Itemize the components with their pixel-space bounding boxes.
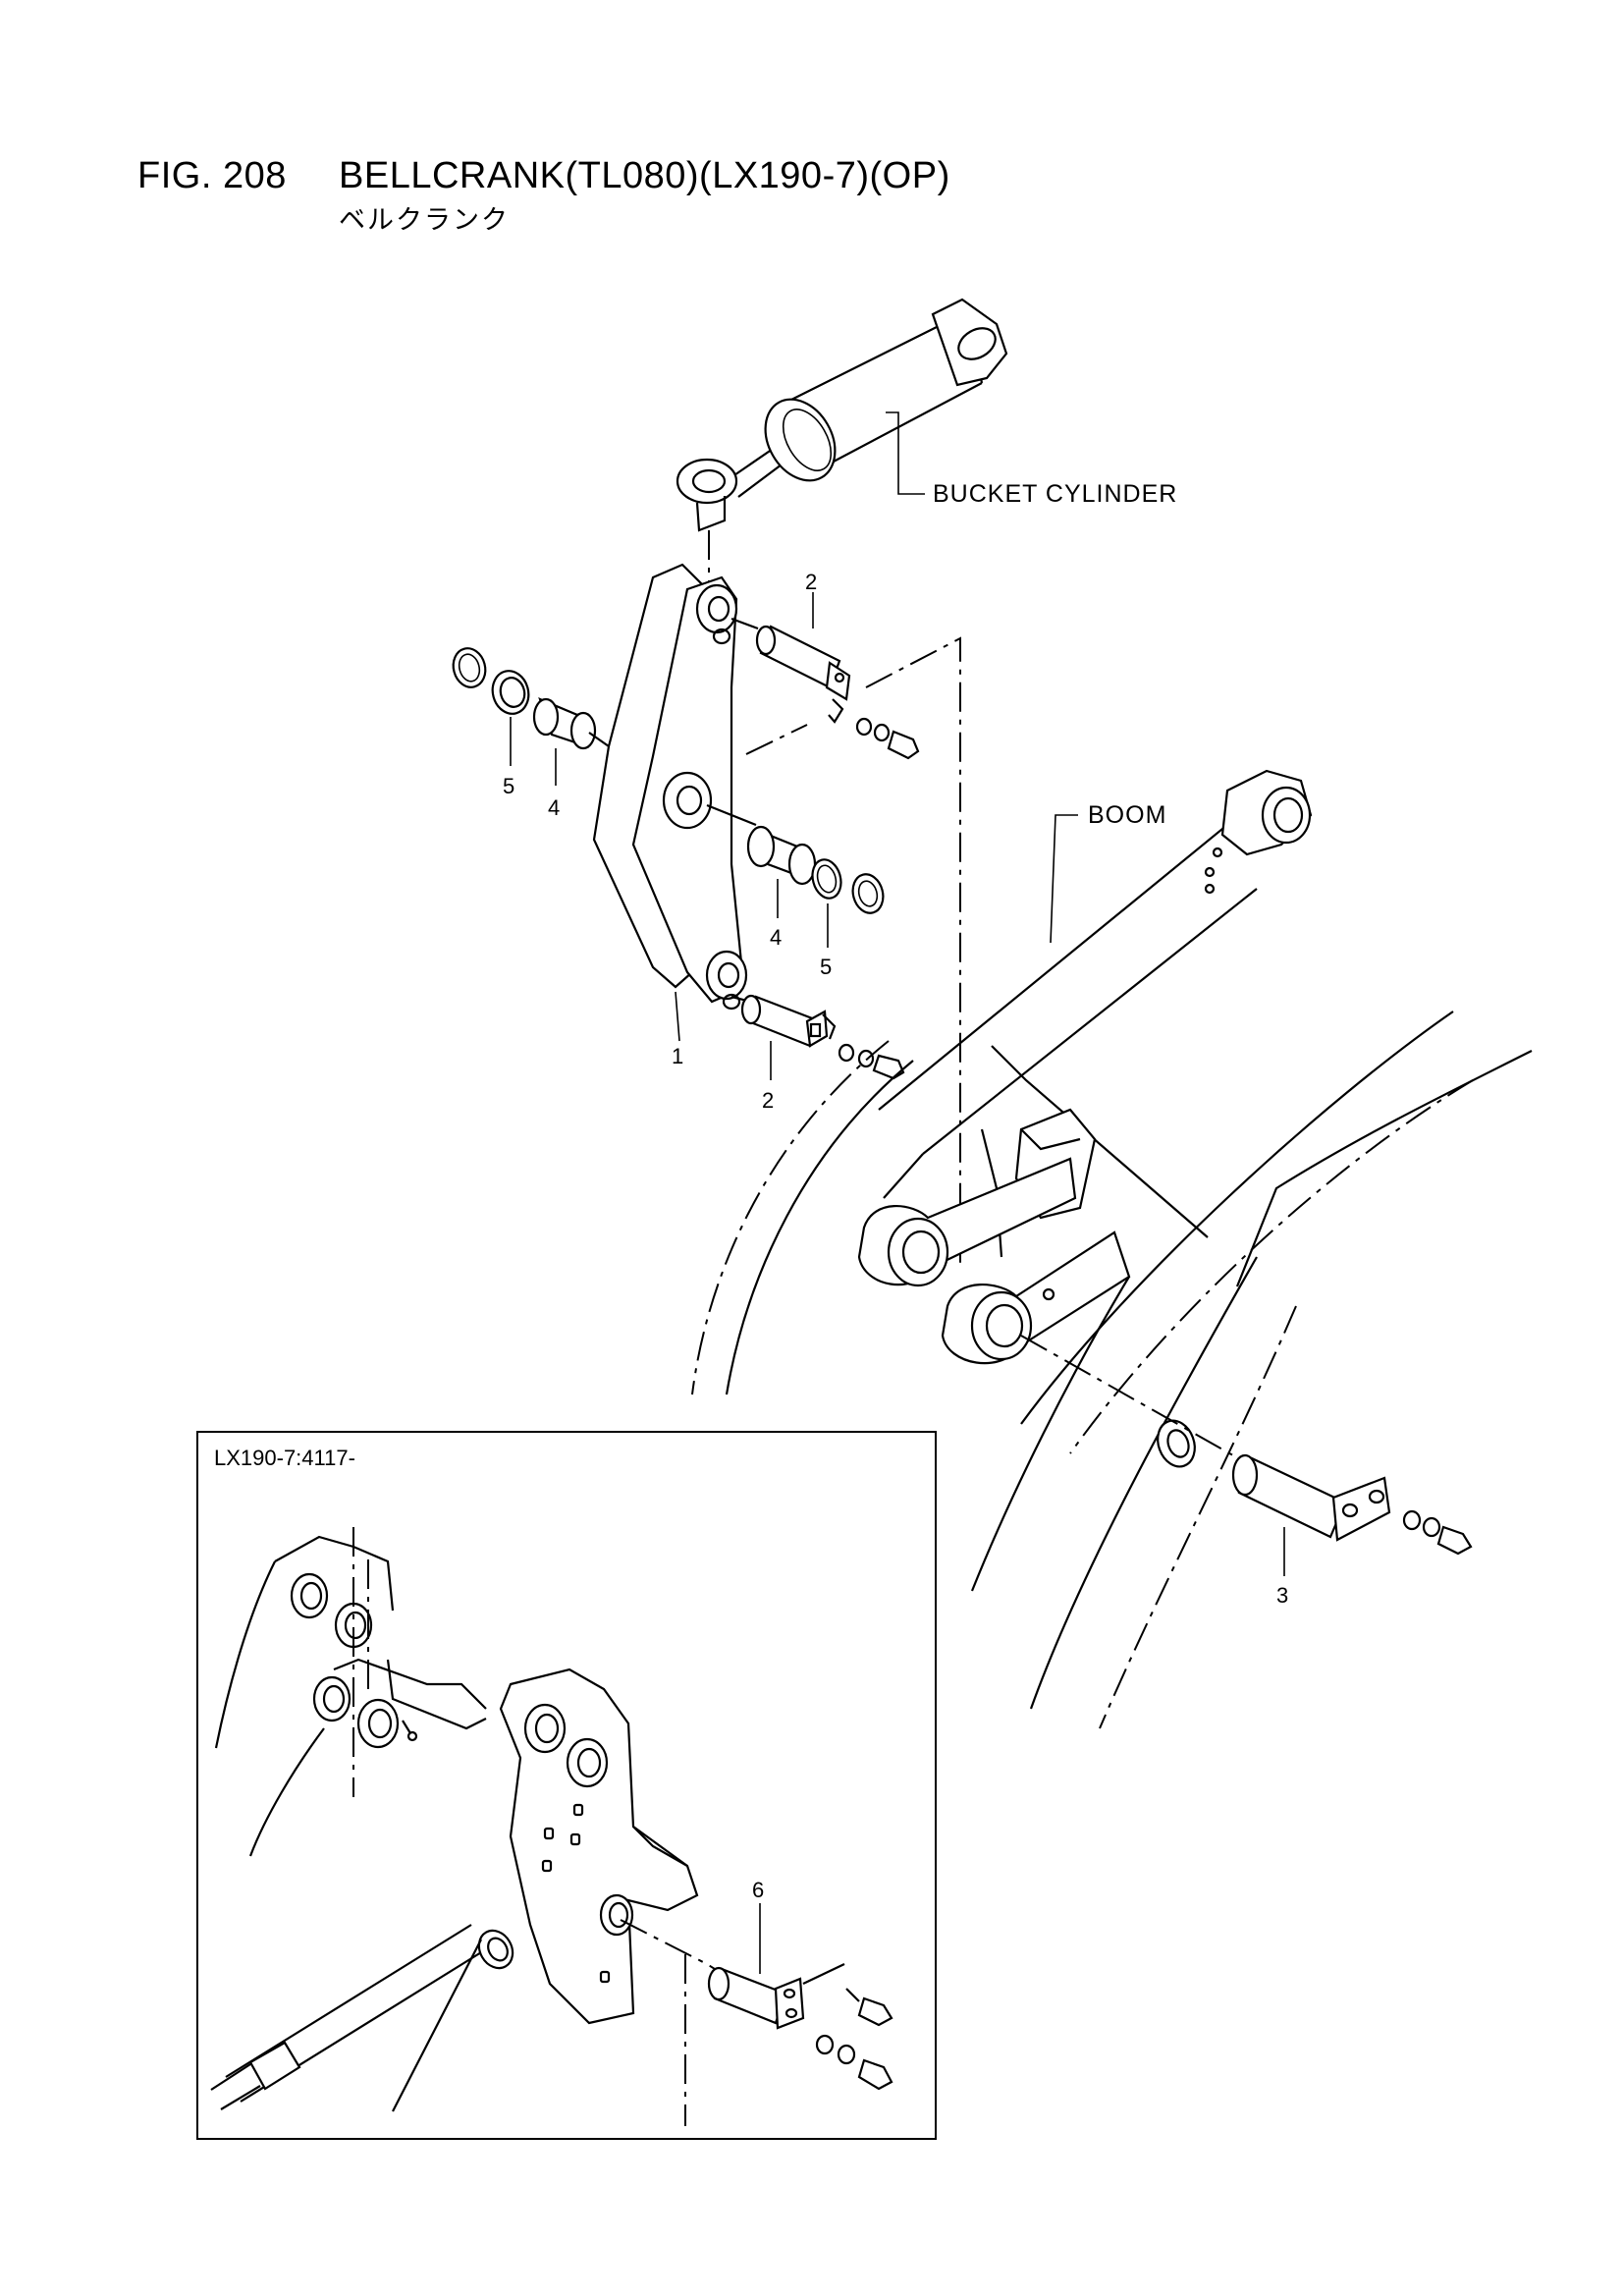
pin-3-drawing — [1231, 1453, 1473, 1576]
figure-number: FIG. 208 — [137, 155, 287, 196]
callout-2-bottom: 2 — [762, 1088, 774, 1113]
bucket-cylinder-drawing — [676, 298, 1008, 532]
inset-drawing — [210, 1527, 893, 2126]
boom-label: BOOM — [1088, 801, 1166, 829]
bushing-right-drawing — [706, 803, 885, 948]
figure-subtitle: ベルクランク — [339, 205, 510, 235]
callout-6: 6 — [752, 1878, 764, 1902]
inset-frame — [196, 1431, 937, 2140]
callout-1: 1 — [672, 1044, 683, 1068]
bushing-left-drawing — [452, 647, 610, 786]
inset-label: LX190-7:4117- — [214, 1446, 355, 1470]
callout-5-left: 5 — [503, 774, 514, 798]
callout-2-top: 2 — [805, 570, 817, 594]
callout-5-right: 5 — [820, 955, 832, 979]
figure-title: BELLCRANK(TL080)(LX190-7)(OP) — [339, 155, 950, 196]
pin-2-bottom-drawing — [730, 994, 905, 1080]
pin-2-top-drawing — [730, 592, 920, 760]
callout-3: 3 — [1276, 1583, 1288, 1608]
callout-4-right: 4 — [770, 925, 782, 950]
boom-drawing — [691, 769, 1533, 1729]
bucket-cylinder-label: BUCKET CYLINDER — [933, 480, 1177, 508]
callout-4-left: 4 — [548, 795, 560, 820]
bellcrank-drawing — [592, 563, 748, 1042]
